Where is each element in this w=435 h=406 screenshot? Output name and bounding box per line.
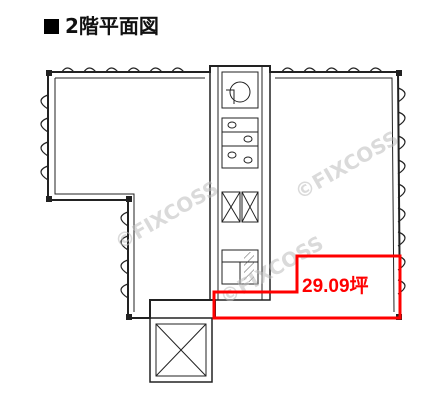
area-label: 29.09坪 [302,276,369,297]
highlighted-area-outline [212,254,402,320]
black-square-bullet-icon [44,19,59,34]
central-core [209,65,271,301]
window-bays-top [61,67,383,73]
core-hatched-wall [244,252,254,282]
watermark-text-2: ©FIXCOSS [291,126,403,204]
stair-annex [149,317,213,383]
window-bays-right [397,87,406,295]
page-title: 2階平面図 [44,10,159,39]
window-bays-left [40,94,129,299]
page-title-text: 2階平面図 [65,14,159,38]
